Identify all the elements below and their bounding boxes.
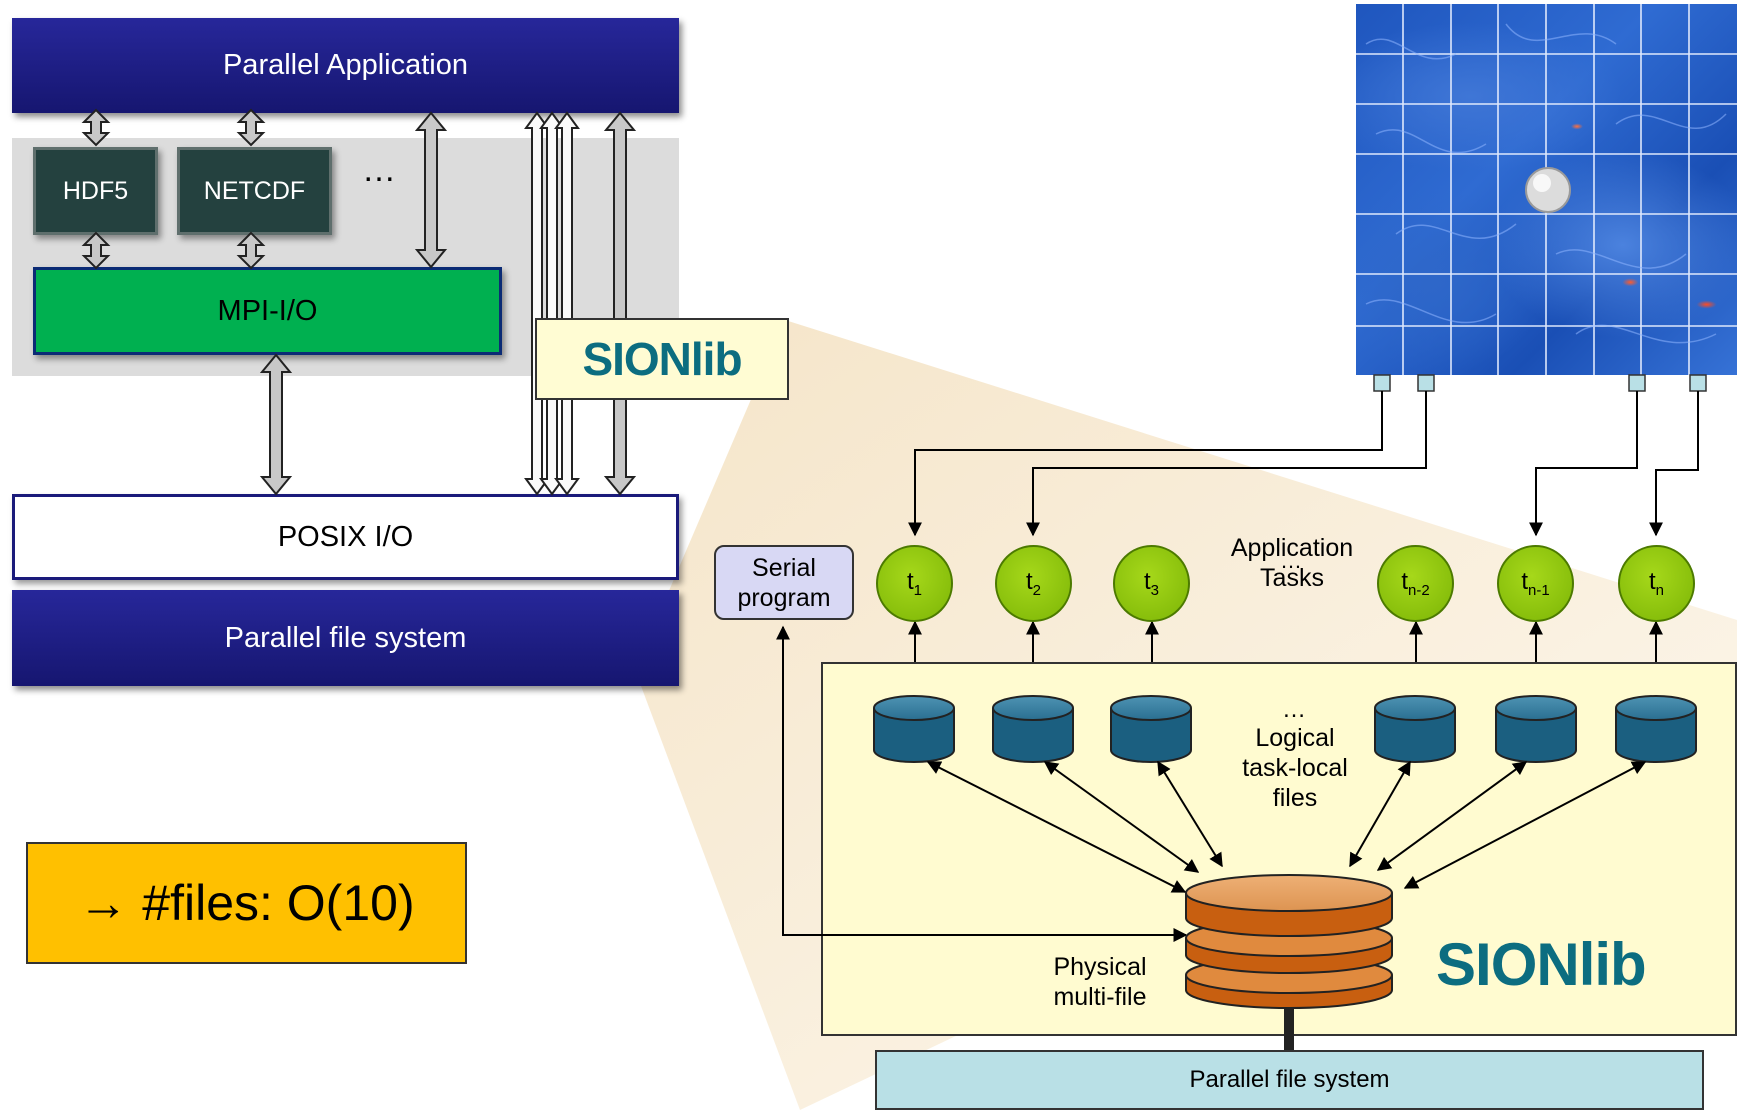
right-parallel-file-system-label: Parallel file system [1189, 1065, 1390, 1093]
simulation-grid-lines [1356, 4, 1737, 375]
library-ellipsis: … [362, 151, 396, 189]
posix-io-label: POSIX I/O [277, 520, 414, 553]
hdf5-label: HDF5 [62, 176, 129, 205]
sionlib-logo-large: SIONlib [1436, 930, 1716, 1010]
serial-program-label: Serial program [737, 553, 831, 612]
task-node-n-2: tn-2 [1377, 545, 1454, 622]
sionlib-logo-small-text: SIONlib [582, 333, 742, 385]
physical-multifile-label: Physical multi-file [1053, 953, 1147, 1011]
parallel-application-bar: Parallel Application [12, 18, 679, 113]
files-callout: → #files: O(10) [26, 842, 467, 964]
mpi-io-box: MPI-I/O [33, 267, 502, 355]
parallel-file-system-label: Parallel file system [224, 621, 467, 654]
parallel-application-label: Parallel Application [222, 49, 469, 81]
mpi-io-label: MPI-I/O [217, 294, 318, 327]
parallel-file-system-bar: Parallel file system [12, 590, 679, 686]
netcdf-box: NETCDF [177, 147, 332, 235]
application-tasks-label: Application Tasks [1230, 534, 1354, 592]
simulation-grid-image [1356, 4, 1737, 375]
task-node-1: t1 [876, 545, 953, 622]
logical-files-label: Logical task-local files [1242, 724, 1348, 812]
netcdf-label: NETCDF [203, 176, 306, 205]
serial-program-box: Serial program [714, 545, 854, 620]
task-node-n: tn [1618, 545, 1695, 622]
task-node-3: t3 [1113, 545, 1190, 622]
files-callout-text: → #files: O(10) [78, 875, 415, 931]
files-ellipsis: … [1282, 696, 1306, 723]
right-parallel-file-system: Parallel file system [875, 1050, 1704, 1110]
posix-io-bar: POSIX I/O [12, 494, 679, 580]
sionlib-logo-small: SIONlib [535, 318, 789, 400]
particle-sphere [1525, 167, 1571, 213]
sionlib-logo-large-text: SIONlib [1436, 931, 1647, 998]
hdf5-box: HDF5 [33, 147, 158, 235]
tasks-ellipsis: … [1280, 548, 1302, 573]
task-node-2: t2 [995, 545, 1072, 622]
task-node-n-1: tn-1 [1497, 545, 1574, 622]
